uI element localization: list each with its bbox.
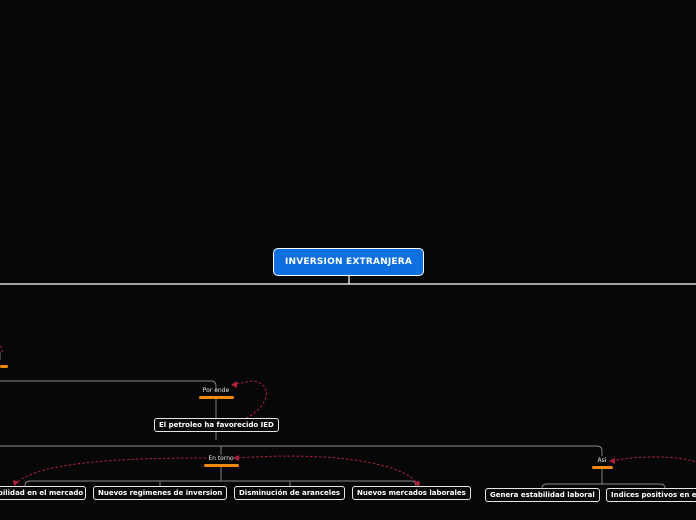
asi-bar xyxy=(592,466,613,469)
connector-en-torno[interactable]: En torno xyxy=(208,455,234,462)
arrowhead-en-torno-right xyxy=(414,481,420,487)
node-estabilidad-laboral-label: Genera estabilidad laboral xyxy=(490,491,595,499)
relation-asi xyxy=(611,456,696,463)
arrowhead-por-ende xyxy=(231,381,237,388)
connector-asi[interactable]: Asi xyxy=(597,457,607,464)
node-regimenes-label: Nuevos regimenes de inversion xyxy=(98,489,223,497)
branch-por-ende-line xyxy=(0,380,217,390)
branch-en-torno-line xyxy=(0,432,603,456)
node-indices-label: Indices positivos en economía xyxy=(611,491,696,499)
node-estabilidad-laboral[interactable]: Genera estabilidad laboral xyxy=(485,488,600,502)
node-mercados-laborales-label: Nuevos mercados laborales xyxy=(357,489,466,497)
node-regimenes[interactable]: Nuevos regimenes de inversion xyxy=(93,486,228,500)
arrowhead-asi xyxy=(609,458,615,464)
connector-por-ende[interactable]: Por ende xyxy=(202,387,230,394)
node-petroleo-label: El petroleo ha favorecido IED xyxy=(159,421,274,429)
root-node-label: INVERSION EXTRANJERA xyxy=(284,257,413,267)
node-aranceles-label: Disminución de aranceles xyxy=(239,489,341,497)
relation-en-torno-left xyxy=(15,457,207,484)
relation-en-torno-right xyxy=(237,455,419,485)
asi-children-line xyxy=(541,469,666,489)
node-indices[interactable]: Indices positivos en economía xyxy=(606,488,696,502)
node-estabilidad-mercado[interactable]: Estabilidad en el mercado xyxy=(0,486,86,500)
relation-left-top xyxy=(0,345,3,355)
node-petroleo[interactable]: El petroleo ha favorecido IED xyxy=(154,418,279,432)
main-branch-line xyxy=(0,276,696,285)
node-estabilidad-mercado-label: Estabilidad en el mercado xyxy=(0,489,84,497)
left-connector-bar xyxy=(0,365,8,368)
arrowhead-en-torno-left xyxy=(13,480,19,486)
root-node[interactable]: INVERSION EXTRANJERA xyxy=(273,248,424,276)
node-aranceles[interactable]: Disminución de aranceles xyxy=(234,486,346,500)
por-ende-bar xyxy=(199,396,234,399)
en-torno-children-line xyxy=(24,467,417,487)
arrowhead-en-torno-center xyxy=(233,455,239,461)
relation-por-ende xyxy=(234,380,267,419)
node-mercados-laborales[interactable]: Nuevos mercados laborales xyxy=(352,486,471,500)
en-torno-bar xyxy=(204,464,239,467)
